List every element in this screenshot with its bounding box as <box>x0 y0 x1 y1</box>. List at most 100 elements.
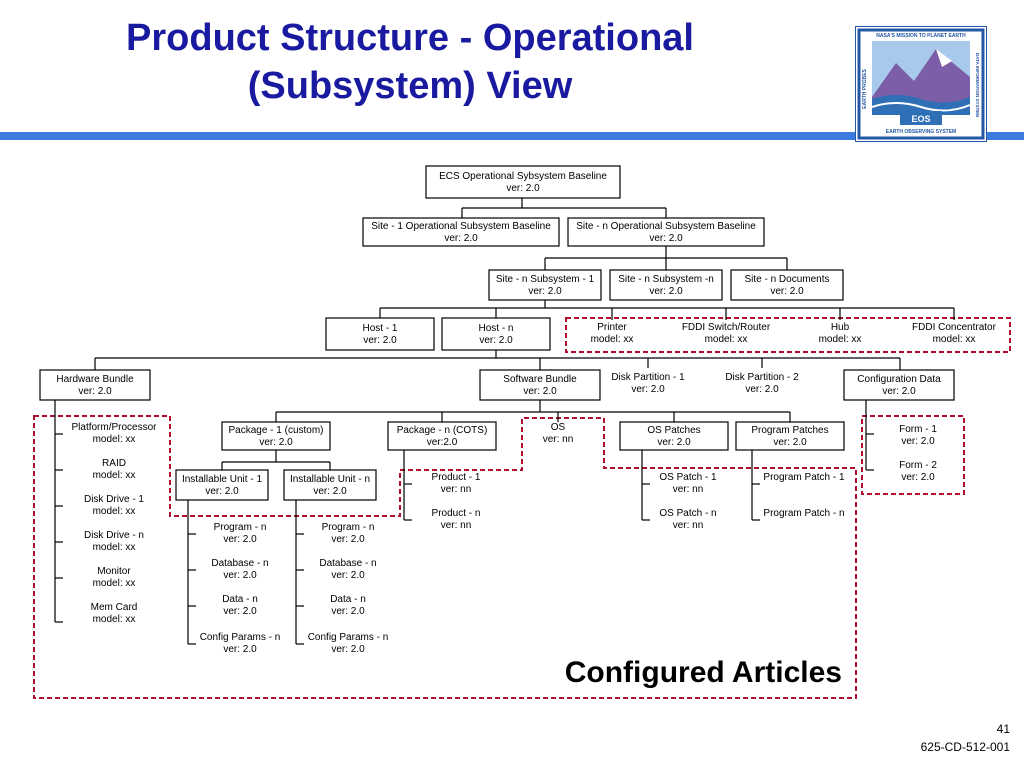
node-hw_items-1-label: RAID <box>102 458 126 469</box>
node-subn-label: Site - n Subsystem -n <box>618 274 714 285</box>
node-prog_patch_items-1-label: Program Patch - n <box>763 508 844 519</box>
configured-articles-label: Configured Articles <box>564 656 842 689</box>
node-sw-version: ver: 2.0 <box>523 386 557 397</box>
node-site1-version: ver: 2.0 <box>444 233 478 244</box>
node-box-docs <box>730 269 844 301</box>
node-hw_items-3-label: Disk Drive - n <box>84 530 144 541</box>
eos-logo: NASA'S MISSION TO PLANET EARTH EOS EARTH… <box>855 26 987 142</box>
node-pkg1-version: ver: 2.0 <box>259 437 293 448</box>
node-iu1_items-2-label: Data - n <box>222 594 258 605</box>
node-iun_items-1-label: Database - n <box>319 558 376 569</box>
node-box-hw <box>39 369 151 401</box>
node-root-label: ECS Operational Sybsystem Baseline <box>439 171 607 182</box>
node-printer-label: Printer <box>597 322 627 333</box>
node-fddi_conc-label: FDDI Concentrator <box>912 322 997 333</box>
node-iu1_items-0-version: ver: 2.0 <box>223 534 257 545</box>
node-prog_patch_items-0-label: Program Patch - 1 <box>763 472 845 483</box>
node-hostn-label: Host - n <box>478 323 513 334</box>
node-iu1_items-3-version: ver: 2.0 <box>223 644 257 655</box>
node-host1-version: ver: 2.0 <box>363 335 397 346</box>
node-box-sub1 <box>488 269 602 301</box>
logo-bottom-text: EARTH OBSERVING SYSTEM <box>886 129 956 135</box>
node-docs-label: Site - n Documents <box>744 274 829 285</box>
node-docs-version: ver: 2.0 <box>770 286 804 297</box>
node-box-pkg1 <box>221 421 331 451</box>
node-site1-label: Site - 1 Operational Subsystem Baseline <box>371 221 551 232</box>
node-hw_items-0-version: model: xx <box>93 434 136 445</box>
title-line-1: Product Structure - Operational <box>126 17 694 59</box>
node-products-0-version: ver: nn <box>441 484 472 495</box>
eos-logo-graphic: NASA'S MISSION TO PLANET EARTH EOS EARTH… <box>857 28 985 140</box>
node-iu1_items-2-version: ver: 2.0 <box>223 606 257 617</box>
node-hub-label: Hub <box>831 322 850 333</box>
node-iu1-version: ver: 2.0 <box>205 486 239 497</box>
node-box-pkgn <box>387 421 497 451</box>
node-sub1-label: Site - n Subsystem - 1 <box>496 274 595 285</box>
node-sw-label: Software Bundle <box>503 374 577 385</box>
node-pkgn-version: ver:2.0 <box>427 437 458 448</box>
node-subn-version: ver: 2.0 <box>649 286 683 297</box>
node-hw-version: ver: 2.0 <box>78 386 112 397</box>
logo-side-right-text: DATA INFORMATION SYSTEM <box>975 53 980 117</box>
node-sub1-version: ver: 2.0 <box>528 286 562 297</box>
node-box-host1 <box>325 317 435 351</box>
node-hw_items-2-label: Disk Drive - 1 <box>84 494 144 505</box>
node-os-version: ver: nn <box>543 434 574 445</box>
node-iun_items-3-label: Config Params - n <box>308 632 389 643</box>
node-os_patch_items-1-version: ver: nn <box>673 520 704 531</box>
node-hw_items-0-label: Platform/Processor <box>71 422 157 433</box>
node-ospatches-label: OS Patches <box>647 425 700 436</box>
node-progpatches-version: ver: 2.0 <box>773 437 807 448</box>
node-forms-0-label: Form - 1 <box>899 424 937 435</box>
node-box-progpatches <box>735 421 845 451</box>
node-hw_items-2-version: model: xx <box>93 506 136 517</box>
node-box-site1 <box>362 217 560 247</box>
title-line-2: (Subsystem) View <box>247 65 573 107</box>
node-dp2-version: ver: 2.0 <box>745 384 779 395</box>
node-box-config <box>843 369 955 401</box>
node-iu1_items-1-label: Database - n <box>211 558 268 569</box>
dashed-region-forms <box>861 415 965 495</box>
node-os_patch_items-1-label: OS Patch - n <box>659 508 716 519</box>
node-hw_items-3-version: model: xx <box>93 542 136 553</box>
node-iun_items-0-version: ver: 2.0 <box>331 534 365 545</box>
node-hostn-version: ver: 2.0 <box>479 335 513 346</box>
node-box-subn <box>609 269 723 301</box>
node-forms-0-version: ver: 2.0 <box>901 436 935 447</box>
node-ospatches-version: ver: 2.0 <box>657 437 691 448</box>
logo-badge-text: EOS <box>911 114 930 124</box>
node-hw_items-4-label: Monitor <box>97 566 131 577</box>
node-fddi_switch-label: FDDI Switch/Router <box>682 322 771 333</box>
logo-top-text: NASA'S MISSION TO PLANET EARTH <box>876 33 966 39</box>
dashed-region-network-devices <box>565 317 1011 353</box>
node-box-root <box>425 165 621 199</box>
node-root-version: ver: 2.0 <box>506 183 540 194</box>
node-box-iu1 <box>175 469 269 501</box>
node-iu1_items-0-label: Program - n <box>214 522 267 533</box>
node-iun_items-0-label: Program - n <box>322 522 375 533</box>
node-fddi_conc-version: model: xx <box>933 334 976 345</box>
page-title: Product Structure - Operational (Subsyst… <box>0 14 820 110</box>
node-fddi_switch-version: model: xx <box>705 334 748 345</box>
node-iun_items-2-version: ver: 2.0 <box>331 606 365 617</box>
node-pkgn-label: Package - n (COTS) <box>397 425 488 436</box>
node-forms-1-version: ver: 2.0 <box>901 472 935 483</box>
node-products-1-version: ver: nn <box>441 520 472 531</box>
node-hw_items-5-label: Mem Card <box>91 602 138 613</box>
node-hw_items-5-version: model: xx <box>93 614 136 625</box>
node-iun_items-3-version: ver: 2.0 <box>331 644 365 655</box>
node-box-sw <box>479 369 601 401</box>
node-os_patch_items-0-version: ver: nn <box>673 484 704 495</box>
node-hw-label: Hardware Bundle <box>56 374 134 385</box>
node-os-label: OS <box>551 422 566 433</box>
node-printer-version: model: xx <box>591 334 634 345</box>
title-divider-bar <box>0 132 1024 140</box>
node-iu1-label: Installable Unit - 1 <box>182 474 262 485</box>
node-siten-version: ver: 2.0 <box>649 233 683 244</box>
node-os_patch_items-0-label: OS Patch - 1 <box>659 472 717 483</box>
node-box-hostn <box>441 317 551 351</box>
node-iun_items-2-label: Data - n <box>330 594 366 605</box>
node-forms-1-label: Form - 2 <box>899 460 937 471</box>
node-iu1_items-3-label: Config Params - n <box>200 632 281 643</box>
